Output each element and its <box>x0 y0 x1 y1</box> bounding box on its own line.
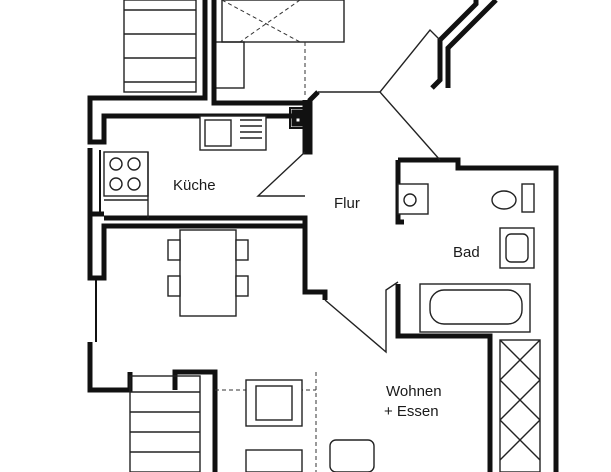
walls <box>87 0 559 472</box>
staircase-bottom <box>129 375 201 472</box>
dining-table <box>167 229 249 317</box>
room-label-kitchen: Küche <box>173 177 216 194</box>
bath-fixtures <box>397 183 535 333</box>
kitchen-fixtures <box>103 115 267 218</box>
living-furniture <box>215 372 375 472</box>
room-label-bath: Bad <box>453 244 480 261</box>
room-label-hall: Flur <box>334 195 360 212</box>
room-label-dining: + Essen <box>384 403 439 420</box>
shaft-top <box>213 0 345 98</box>
staircase-top <box>123 0 197 93</box>
room-label-living: Wohnen <box>386 383 442 400</box>
door-swings <box>256 28 441 354</box>
cupboard <box>499 339 541 472</box>
